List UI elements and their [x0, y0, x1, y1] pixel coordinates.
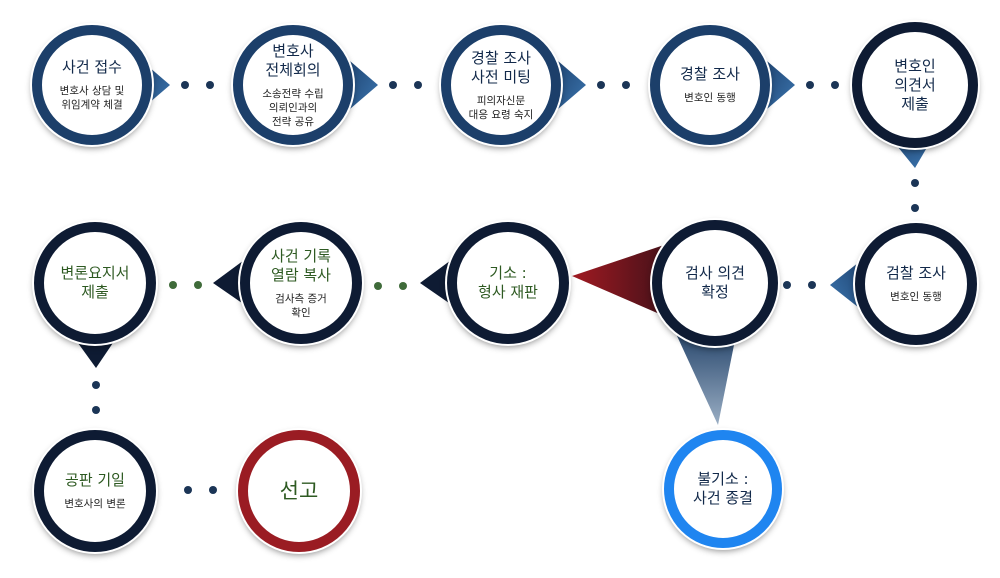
node-title: 공판 기일: [65, 471, 125, 489]
node-title: 사건 접수: [62, 58, 122, 76]
node-pre-police-meeting: 경찰 조사 사전 미팅 피의자신문 대응 요령 숙지: [441, 25, 561, 145]
node-police-investigation: 경찰 조사 변호인 동행: [650, 25, 770, 145]
node-title: 변호사 전체회의: [265, 41, 321, 79]
dots-7: [374, 282, 407, 290]
node-title: 경찰 조사: [680, 65, 740, 83]
node-subtitle: 변호사 상담 및 위임계약 체결: [59, 85, 125, 111]
pointer-pre-police-meeting: [551, 55, 586, 115]
node-case-intake: 사건 접수 변호사 상담 및 위임계약 체결: [32, 25, 152, 145]
node-records-review: 사건 기록 열람 복사 검사측 증거 확인: [240, 222, 362, 344]
node-lawyers-meeting: 변호사 전체회의 소송전략 수립 의뢰인과의 전략 공유: [233, 25, 353, 145]
node-title: 경찰 조사 사전 미팅: [471, 48, 531, 86]
dots-6: [783, 281, 816, 289]
dots-2: [389, 81, 422, 89]
dots-9: [92, 381, 100, 414]
dots-4: [806, 81, 839, 89]
dots-5: [911, 179, 919, 212]
node-prosecutor-decision: 검사 의견 확정: [652, 220, 778, 346]
node-prosecution-investigation: 검찰 조사 변호인 동행: [855, 223, 977, 345]
node-subtitle: 검사측 증거 확인: [275, 292, 327, 319]
node-subtitle: 피의자신문 대응 요령 숙지: [468, 94, 534, 121]
node-title: 검사 의견 확정: [685, 264, 745, 301]
node-court-hearing: 공판 기일 변호사의 변론: [34, 430, 156, 552]
node-subtitle: 변호인 동행: [684, 92, 736, 104]
node-title: 사건 기록 열람 복사: [271, 246, 331, 284]
node-subtitle: 변호사의 변론: [64, 498, 126, 510]
dots-1: [181, 81, 214, 89]
dots-10: [184, 486, 217, 494]
node-defense-opinion: 변호인 의견서 제출: [852, 22, 978, 148]
node-title: 선고: [279, 478, 319, 503]
dots-3: [597, 81, 630, 89]
node-title: 검찰 조사: [886, 264, 946, 282]
node-sentencing: 선고: [238, 430, 360, 552]
node-title: 변호인 의견서 제출: [894, 56, 936, 113]
node-subtitle: 소송전략 수립 의뢰인과의 전략 공유: [262, 87, 324, 128]
node-title: 불기소 : 사건 종결: [693, 470, 753, 507]
pointer-lawyers-meeting: [343, 55, 378, 115]
node-non-prosecution: 불기소 : 사건 종결: [664, 430, 782, 548]
pointer-prosecutor-red: [572, 243, 678, 322]
node-subtitle: 변호인 동행: [890, 291, 942, 303]
node-indictment-trial: 기소 : 형사 재판: [447, 222, 569, 344]
node-title: 변론요지서 제출: [60, 264, 130, 301]
pointer-prosecutor-down: [672, 325, 738, 425]
node-argument-brief: 변론요지서 제출: [34, 222, 156, 344]
pointer-police-investigation: [760, 55, 795, 115]
node-title: 기소 : 형사 재판: [478, 264, 538, 301]
dots-8: [169, 281, 202, 289]
